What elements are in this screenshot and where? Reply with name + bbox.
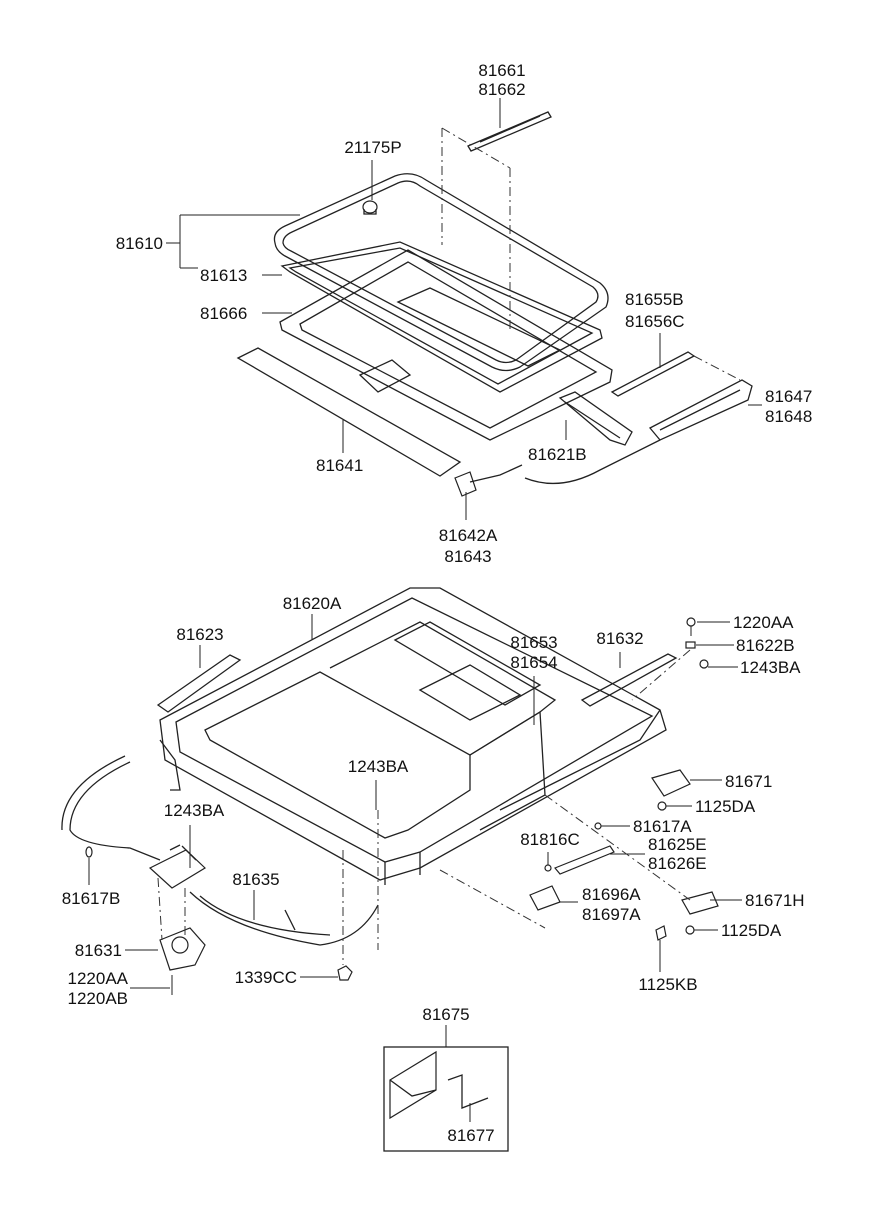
label-1220AA-bottom: 1220AA <box>68 969 129 988</box>
label-81671: 81671 <box>725 772 772 791</box>
part-labels: 81661 81662 21175P 81610 81613 81666 816… <box>62 61 813 1145</box>
label-81677: 81677 <box>447 1126 494 1145</box>
label-81622B: 81622B <box>736 636 795 655</box>
label-81654: 81654 <box>510 653 557 672</box>
drive-bracket <box>454 464 523 497</box>
label-81648: 81648 <box>765 407 812 426</box>
label-81635: 81635 <box>232 870 279 889</box>
label-81632: 81632 <box>596 629 643 648</box>
label-1125DA-bottom: 1125DA <box>721 921 782 940</box>
rear-bracket-h <box>655 891 719 941</box>
label-81653: 81653 <box>510 633 557 652</box>
label-81643: 81643 <box>444 547 491 566</box>
upper-right-fasteners <box>631 617 709 701</box>
rear-bracket <box>651 769 691 811</box>
deflector-strip <box>467 111 552 152</box>
label-81620A: 81620A <box>283 594 342 613</box>
rail-guide <box>554 822 615 875</box>
label-1220AA-top: 1220AA <box>733 613 794 632</box>
label-81613: 81613 <box>200 266 247 285</box>
slider-block <box>529 864 561 911</box>
upper-leader-lines <box>166 98 762 520</box>
label-1243BA-right: 1243BA <box>740 658 801 677</box>
label-81671H: 81671H <box>745 891 805 910</box>
label-1125KB: 1125KB <box>638 975 697 994</box>
sunshade-panel <box>236 347 462 477</box>
label-81625E: 81625E <box>648 835 707 854</box>
rail-bracket <box>524 379 753 484</box>
label-1125DA-top: 1125DA <box>695 797 756 816</box>
label-81696A: 81696A <box>582 885 641 904</box>
inner-seal <box>280 241 603 393</box>
label-81656C: 81656C <box>625 312 685 331</box>
tool-kit-box <box>383 1025 509 1152</box>
rear-trim-strip <box>580 653 678 707</box>
label-81642A: 81642A <box>439 526 498 545</box>
label-1243BA-left: 1243BA <box>164 801 225 820</box>
glass-assembly-drawing <box>236 111 753 497</box>
label-81662: 81662 <box>478 80 525 99</box>
label-81666: 81666 <box>200 304 247 323</box>
drain-hose <box>610 351 741 397</box>
sunroof-frame <box>159 587 667 885</box>
frame-nut <box>337 810 379 981</box>
label-81661: 81661 <box>478 61 525 80</box>
label-81675: 81675 <box>422 1005 469 1024</box>
label-1339CC: 1339CC <box>235 968 297 987</box>
sunshade-frame <box>279 249 613 441</box>
front-trim-strip <box>156 654 242 713</box>
label-81647: 81647 <box>765 387 812 406</box>
label-81621B: 81621B <box>528 445 587 464</box>
frame-assembly-drawing <box>61 587 719 995</box>
label-1243BA-mid: 1243BA <box>348 757 409 776</box>
label-81697A: 81697A <box>582 905 641 924</box>
sunroof-motor <box>148 844 206 995</box>
drive-cable <box>61 755 379 946</box>
side-guide-rail <box>558 391 633 446</box>
label-81623: 81623 <box>176 625 223 644</box>
label-81617B: 81617B <box>62 889 121 908</box>
glass-weatherstrip <box>273 173 609 372</box>
label-81631: 81631 <box>75 941 122 960</box>
glass-clip <box>362 200 378 215</box>
label-81626E: 81626E <box>648 854 707 873</box>
label-1220AB: 1220AB <box>68 989 129 1008</box>
label-81617A: 81617A <box>633 817 692 836</box>
label-81641: 81641 <box>316 456 363 475</box>
label-81816C: 81816C <box>520 830 580 849</box>
lower-leader-lines <box>88 614 742 989</box>
label-81655B: 81655B <box>625 290 684 309</box>
label-81610: 81610 <box>116 234 163 253</box>
label-21175P: 21175P <box>344 138 401 157</box>
